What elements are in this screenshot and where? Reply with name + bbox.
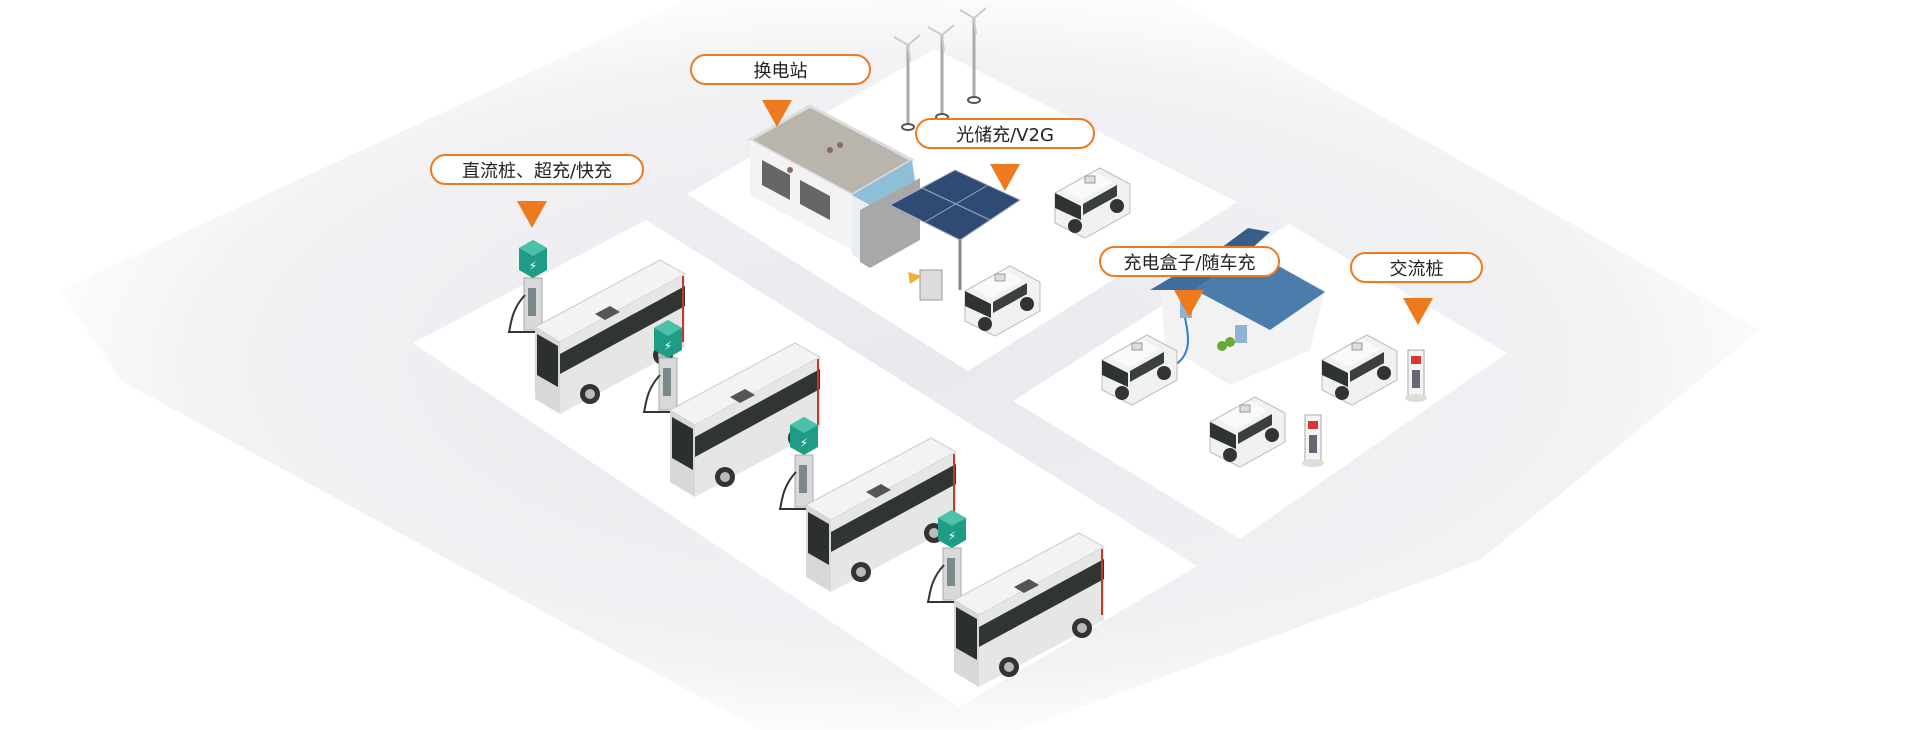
label-ac-charger: 交流桩: [1350, 252, 1483, 283]
pointer-triangle-icon: [1174, 290, 1204, 317]
residential-platform: [1013, 224, 1507, 539]
label-dc-fast-charging: 直流桩、超充/快充: [430, 154, 644, 185]
solar-panel-icon: [888, 169, 1022, 301]
ac-charger-icon: [1301, 414, 1325, 468]
pointer-triangle-icon: [1403, 298, 1433, 325]
label-portable-charger: 充电盒子/随车充: [1099, 246, 1280, 277]
pointer-triangle-icon: [990, 164, 1020, 191]
pointer-triangle-icon: [517, 201, 547, 228]
label-swap-station: 换电站: [690, 54, 871, 85]
pointer-triangle-icon: [762, 100, 792, 127]
ac-charger-icon: [1404, 349, 1428, 403]
label-solar-storage-v2g: 光储充/V2G: [915, 118, 1095, 149]
